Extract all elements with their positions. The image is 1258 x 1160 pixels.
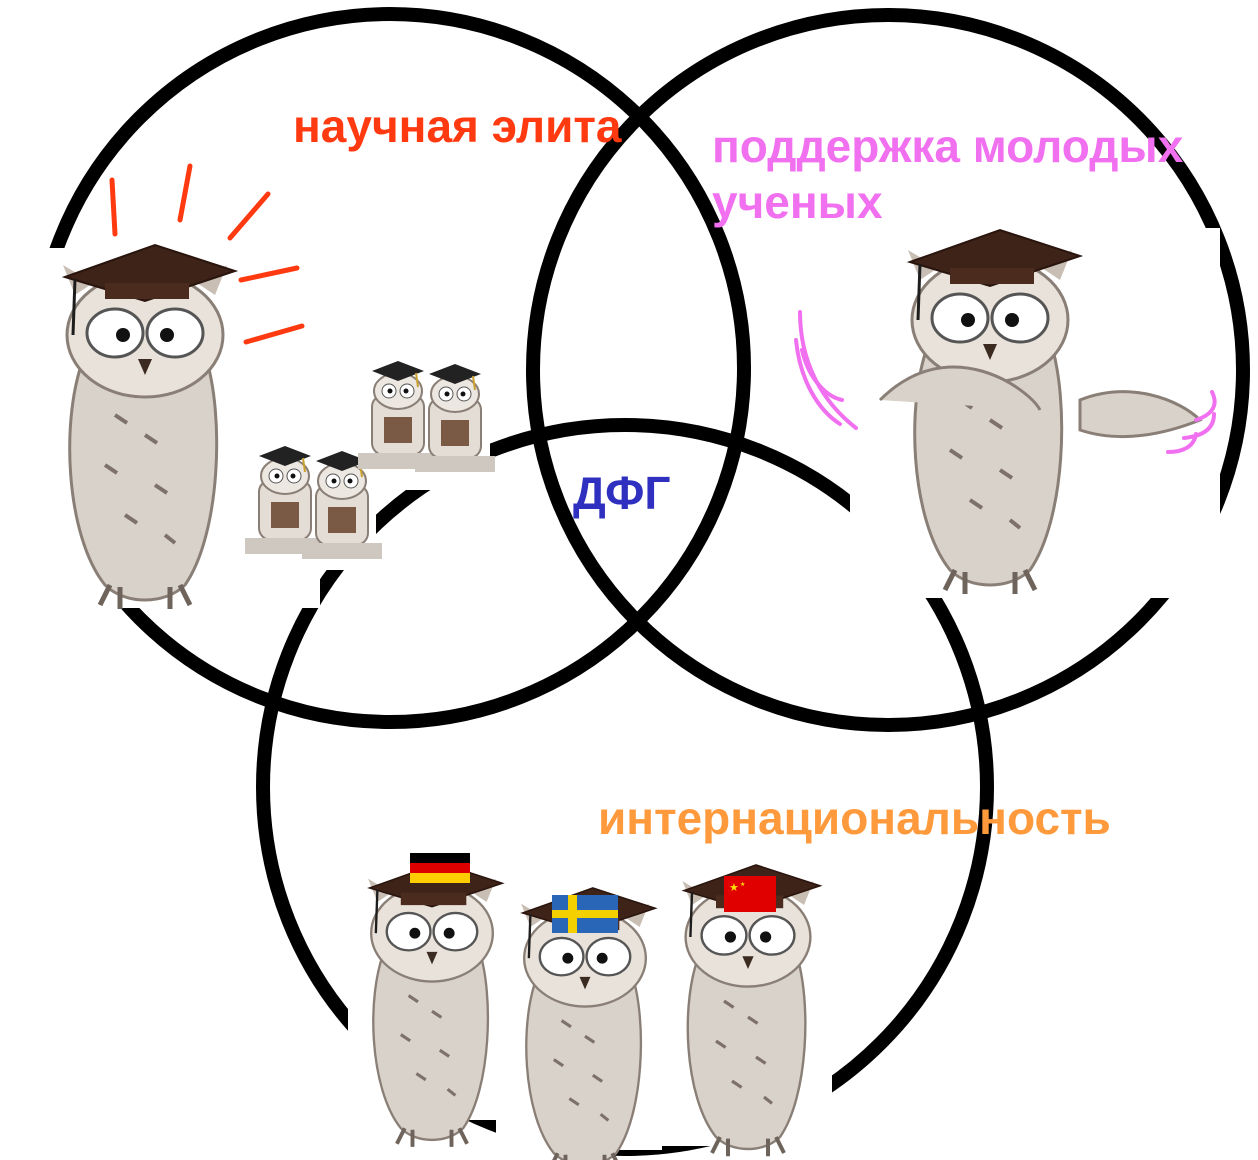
china-flag-icon: ★ ★ <box>724 876 776 912</box>
svg-text:★: ★ <box>729 881 739 894</box>
label-scientific-elite: научная элита <box>293 100 622 152</box>
label-young-scientists: поддержка молодых ученых <box>712 118 1183 230</box>
germany-flag-icon <box>410 853 470 883</box>
waving-owl-icon <box>794 228 1220 598</box>
international-owls-icon: ★ ★ <box>348 853 832 1160</box>
label-young-line-2: ученых <box>712 176 883 229</box>
sweden-flag-icon <box>552 895 618 933</box>
label-internationality: интернациональность <box>598 792 1111 844</box>
small-graduates-icon <box>244 360 496 570</box>
label-dfg-center: ДФГ <box>573 467 671 519</box>
circle-young <box>526 8 1250 732</box>
label-young-line-1: поддержка молодых <box>712 120 1184 172</box>
svg-text:★: ★ <box>740 881 745 888</box>
